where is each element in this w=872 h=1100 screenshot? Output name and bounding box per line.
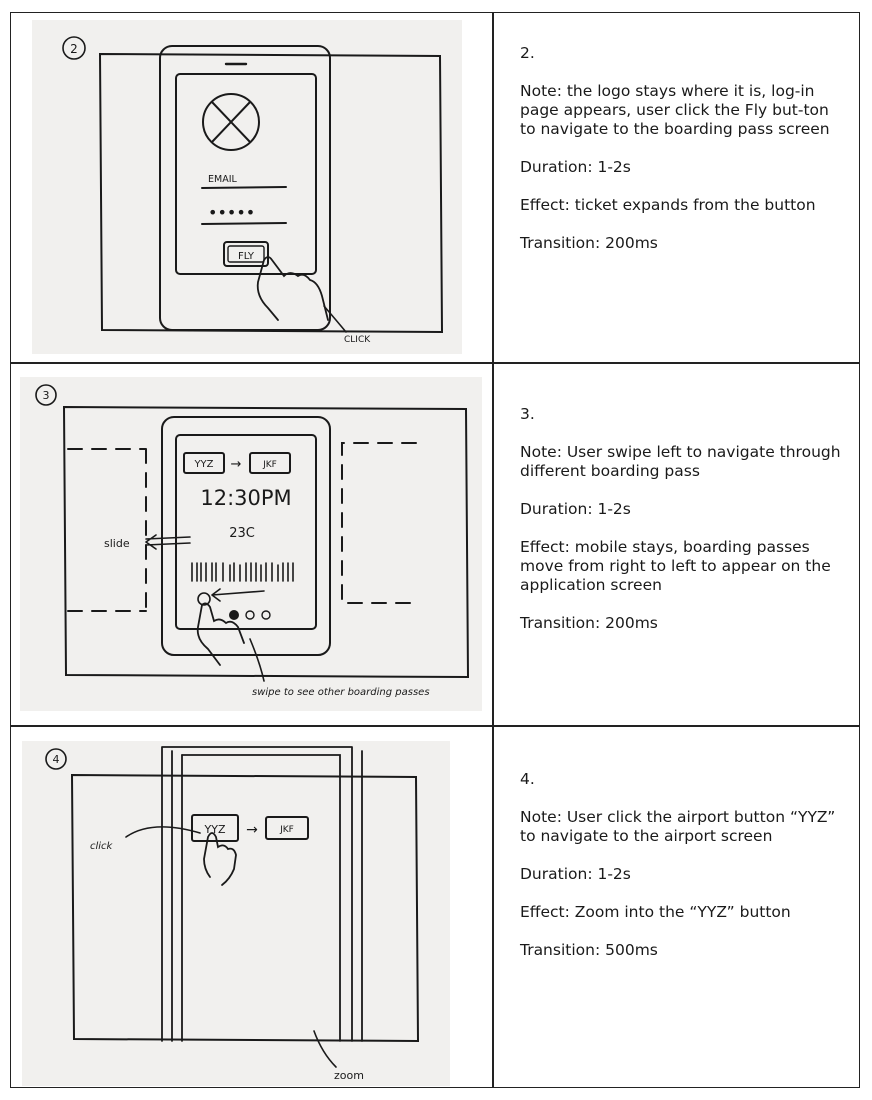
step-number: 4.	[520, 770, 845, 789]
swipe-label: swipe to see other boarding passes	[252, 687, 430, 698]
sketch-login-screen: 2 EMAIL ••••• FLY CLICK	[32, 20, 462, 354]
sketch-airport-zoom: 4 YYZ → JKF click zoom	[22, 741, 450, 1086]
notes-step-4: 4. Note: User click the airport button “…	[520, 770, 845, 979]
browser-frame	[72, 775, 418, 1041]
pager-dot-active	[230, 611, 238, 619]
step-note: Note: User swipe left to navigate throug…	[520, 443, 845, 481]
step-effect: Effect: Zoom into the “YYZ” button	[520, 903, 845, 922]
column-divider	[492, 12, 494, 1088]
seat-number: 23C	[229, 526, 255, 541]
fly-button-label: FLY	[238, 251, 255, 262]
step-duration: Duration: 1-2s	[520, 500, 845, 519]
pager-dot	[262, 611, 270, 619]
click-label: CLICK	[344, 335, 371, 345]
route-arrow: →	[246, 822, 258, 838]
barcode-icon	[192, 563, 293, 581]
row-divider-1	[10, 362, 860, 364]
phone-screen	[176, 74, 316, 274]
frame-number: 3	[43, 389, 50, 402]
step-transition: Transition: 200ms	[520, 614, 845, 633]
step-note: Note: User click the airport button “YYZ…	[520, 808, 845, 846]
to-airport-code: JKF	[262, 460, 277, 470]
slide-arrow-icon	[146, 535, 190, 549]
sketch-boarding-pass-swipe: 3 YYZ → JKF 12:30PM 23C slide	[20, 377, 482, 711]
step-transition: Transition: 200ms	[520, 234, 845, 253]
previous-pass-outline	[68, 449, 146, 611]
pointing-hand-icon	[258, 257, 328, 320]
row-divider-2	[10, 725, 860, 727]
route-arrow: →	[231, 457, 242, 472]
password-mask: •••••	[208, 203, 255, 222]
zooming-phone-outline	[162, 747, 362, 1041]
step-number: 3.	[520, 405, 845, 424]
frame-number: 4	[53, 753, 60, 766]
notes-step-3: 3. Note: User swipe left to navigate thr…	[520, 405, 845, 652]
click-label: click	[90, 841, 114, 852]
browser-frame	[100, 54, 442, 332]
to-airport-code: JKF	[279, 825, 294, 835]
pager-dot	[246, 611, 254, 619]
step-duration: Duration: 1-2s	[520, 158, 845, 177]
step-note: Note: the logo stays where it is, log-in…	[520, 82, 845, 139]
frame-number: 2	[70, 42, 78, 56]
departure-time: 12:30PM	[200, 486, 291, 510]
step-transition: Transition: 500ms	[520, 941, 845, 960]
step-effect: Effect: ticket expands from the button	[520, 196, 845, 215]
notes-step-2: 2. Note: the logo stays where it is, log…	[520, 44, 845, 272]
slide-label: slide	[104, 537, 130, 550]
swipe-arrow-icon	[212, 589, 264, 601]
from-airport-code: YYZ	[193, 459, 213, 470]
email-label: EMAIL	[208, 174, 237, 185]
zoom-label: zoom	[334, 1069, 364, 1082]
step-number: 2.	[520, 44, 845, 63]
step-duration: Duration: 1-2s	[520, 865, 845, 884]
step-effect: Effect: mobile stays, boarding passes mo…	[520, 538, 845, 595]
next-pass-outline	[342, 443, 416, 603]
